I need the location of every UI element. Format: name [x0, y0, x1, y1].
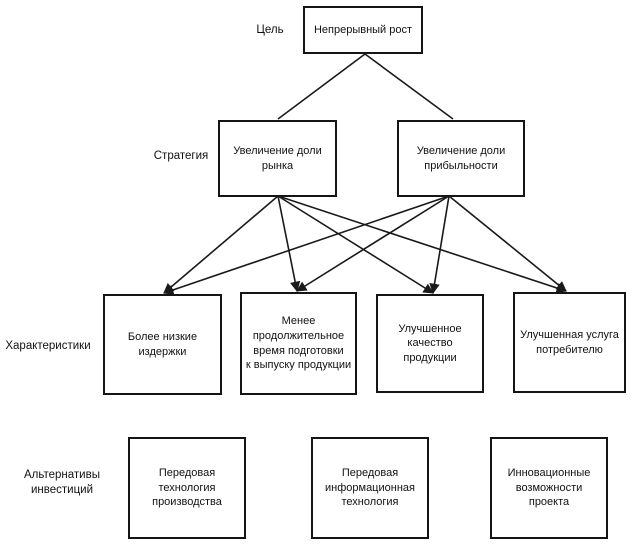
node-char-improved-quality: Улучшенное качество продукции — [376, 294, 484, 393]
level-label-investment-alternatives: Альтернативы инвестиций — [24, 469, 100, 496]
node-alt-manufacturing-technology: Передовая технология производства — [128, 437, 246, 539]
level-label-characteristics: Характеристики — [5, 340, 91, 352]
node-alt-project-innovation: Инновационные возможности проекта — [490, 437, 608, 539]
edge-strategy2-char2 — [296, 195, 450, 292]
level-label-goal: Цель — [256, 24, 284, 36]
level-label-strategy: Стратегия — [153, 150, 209, 162]
node-char-improved-service: Улучшенная услуга потребителю — [513, 292, 626, 393]
edge-goal-strategy1 — [277, 53, 366, 120]
edge-goal-strategy2 — [364, 53, 454, 120]
node-strategy-market-share: Увеличение доли рынка — [218, 120, 337, 197]
node-goal-continuous-growth: Непрерывный рост — [303, 6, 423, 54]
node-char-lower-costs: Более низкие издержки — [103, 294, 222, 395]
edge-strategy1-char3 — [277, 195, 434, 294]
edge-strategy2-char3 — [429, 195, 450, 295]
node-char-shorter-prep-time: Менее продолжительное время подготовки к… — [240, 292, 357, 395]
edge-strategy2-char1 — [163, 195, 450, 295]
edge-strategy1-char4 — [277, 195, 567, 294]
node-alt-information-technology: Передовая информационная технология — [311, 437, 429, 539]
edge-strategy2-char4 — [448, 195, 567, 292]
edge-strategy1-char2 — [277, 195, 301, 293]
edge-strategy1-char1 — [163, 195, 279, 294]
node-strategy-profitability: Увеличение доли прибыльности — [397, 120, 525, 197]
